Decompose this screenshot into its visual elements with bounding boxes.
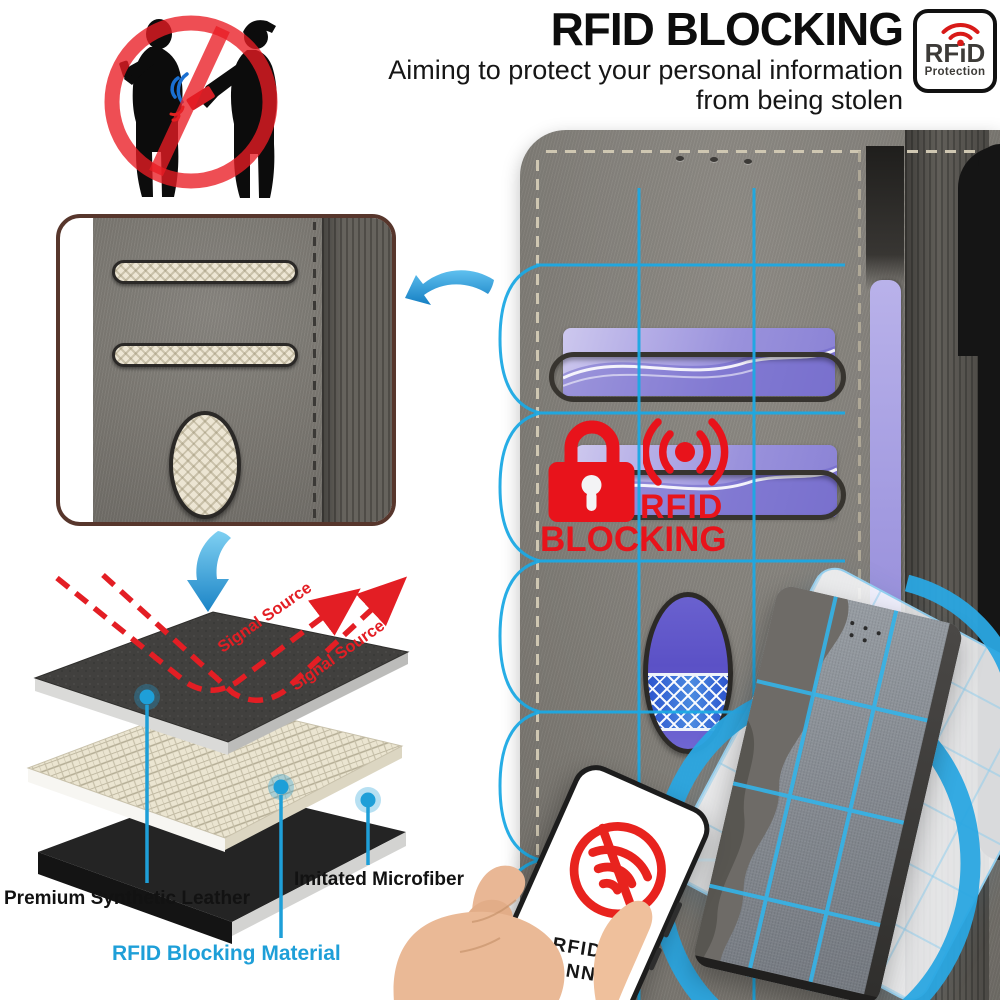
subtitle-line2: from being stolen — [695, 84, 903, 115]
header: RFID BLOCKING Aiming to protect your per… — [290, 3, 904, 115]
stitch-spine — [858, 146, 861, 998]
material-layers-diagram — [26, 572, 410, 944]
radio-signal-icon — [643, 418, 729, 486]
no-theft-illustration — [104, 15, 278, 198]
card-slots-inset — [56, 214, 396, 526]
layer-leather — [33, 611, 410, 755]
prohibition-icon — [104, 15, 278, 189]
speaker-hole — [676, 156, 684, 161]
inset-thumb-hole — [169, 411, 241, 519]
credit-card-top — [563, 328, 835, 396]
no-wifi-icon — [569, 822, 666, 919]
thumb-hole — [643, 592, 733, 754]
stamp-blocking: BLOCKING — [540, 520, 727, 559]
label-imitated-microfiber: Imitated Microfiber — [294, 869, 464, 890]
inset-stitching — [313, 222, 316, 518]
blue-signal-arcs — [170, 72, 189, 104]
layer-rfid-material — [26, 699, 404, 852]
card-slot-opening — [549, 352, 846, 402]
holding-hand — [393, 865, 653, 1000]
rfid-scanner-phone: RFID SCANNER — [468, 757, 718, 1000]
arrow-down-icon — [187, 531, 231, 612]
rfid-protection-badge: RFiD Protection — [913, 9, 997, 93]
label-synthetic-leather: Premium Synthetic Leather — [4, 888, 251, 909]
arrow-left-icon — [405, 270, 494, 305]
stitch-top — [546, 150, 986, 153]
label-rfid-blocking-material: RFID Blocking Material — [112, 942, 341, 965]
inset-card-slot — [112, 260, 298, 284]
side-pocket-opening — [866, 146, 904, 291]
signal-path-arrows — [55, 572, 408, 703]
stamp-rfid: RFID — [640, 488, 724, 526]
callout-lines — [134, 684, 381, 938]
badge-brand: RFiD — [924, 38, 986, 68]
subtitle-line1: Aiming to protect your personal informat… — [388, 54, 903, 85]
inset-ridge-band — [322, 218, 392, 522]
padlock-icon — [548, 420, 635, 522]
speaker-hole — [744, 159, 752, 164]
layer-microfiber — [38, 786, 406, 944]
card-mesh-band — [648, 673, 728, 731]
wifi-icon — [941, 22, 980, 46]
speaker-hole — [710, 157, 718, 162]
inset-card-slot — [112, 343, 298, 367]
badge-caption: Protection — [924, 66, 986, 78]
page-title: RFID BLOCKING — [550, 3, 904, 55]
